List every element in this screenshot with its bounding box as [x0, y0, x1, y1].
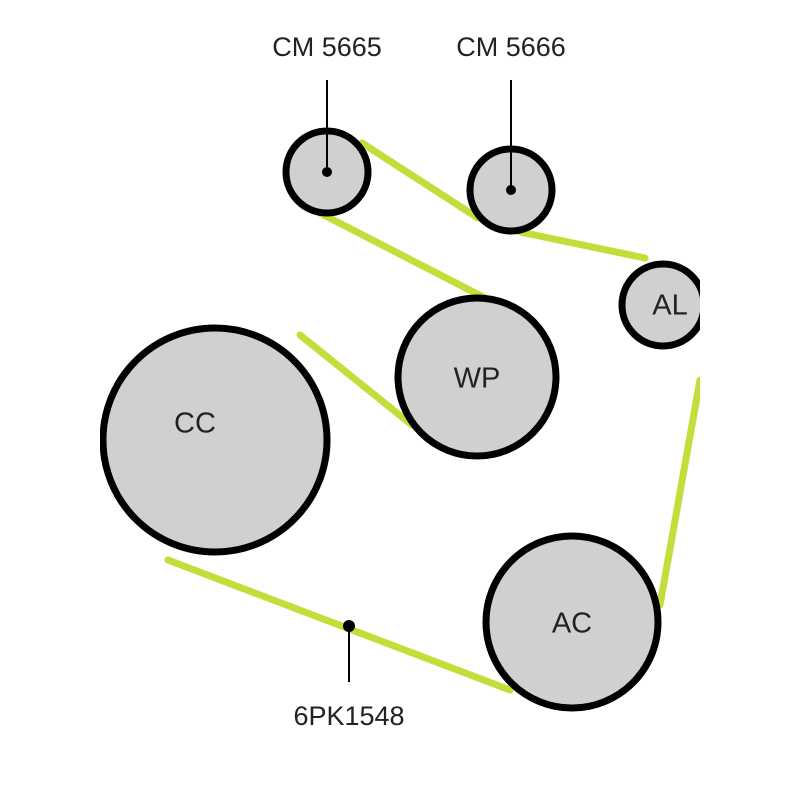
belt-segment-ac-al — [656, 376, 700, 609]
pulley-al: AL — [618, 260, 700, 350]
label-cm5666: CM 5666 — [456, 32, 566, 62]
pulley-wp: WP — [394, 294, 560, 460]
belt-segment-cc-wp — [296, 331, 416, 429]
label-belt: 6PK1548 — [293, 701, 404, 731]
belt-segment-cc-ac — [164, 556, 514, 694]
label-cm5665: CM 5665 — [272, 32, 382, 62]
pulley-ac-label: AC — [552, 608, 592, 640]
pulley-al-label: AL — [652, 290, 687, 322]
dot-cm5666 — [506, 185, 516, 195]
pulley-cc: CC — [100, 324, 331, 556]
pulley-ac: AC — [482, 532, 662, 712]
belt-segment-cm5666-al — [516, 228, 649, 262]
belt-segment-cm5665-cm5666 — [358, 139, 482, 222]
dot-cm5665 — [322, 167, 332, 177]
belt-segment-cm5665-wp — [314, 208, 489, 302]
pulley-wp-label: WP — [454, 363, 501, 395]
pulley-cc-label: CC — [174, 408, 216, 440]
